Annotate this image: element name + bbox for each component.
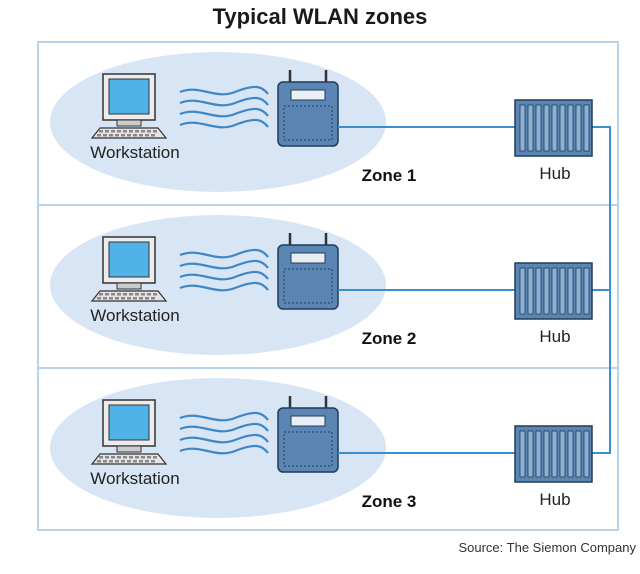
diagram-title: Typical WLAN zones [212,4,428,29]
workstation-icon [90,399,168,465]
hub-label: Hub [539,164,570,183]
hub-icon [514,425,593,483]
wireless-signal-icon [179,411,269,455]
workstation-icon [90,73,168,139]
access-point-icon [277,396,339,473]
zone-label: Zone 1 [362,166,417,185]
workstation-label: Workstation [90,143,179,162]
workstation-label: Workstation [90,306,179,325]
hub-label: Hub [539,490,570,509]
workstation-label: Workstation [90,469,179,488]
hub-icon [514,99,593,157]
zone-label: Zone 3 [362,492,417,511]
wireless-signal-icon [179,85,269,129]
source-credit: Source: The Siemon Company [458,540,636,555]
access-point-icon [277,70,339,147]
access-point-icon [277,233,339,310]
wireless-signal-icon [179,248,269,292]
hub-label: Hub [539,327,570,346]
hub-icon [514,262,593,320]
workstation-icon [90,236,168,302]
zone-label: Zone 2 [362,329,417,348]
